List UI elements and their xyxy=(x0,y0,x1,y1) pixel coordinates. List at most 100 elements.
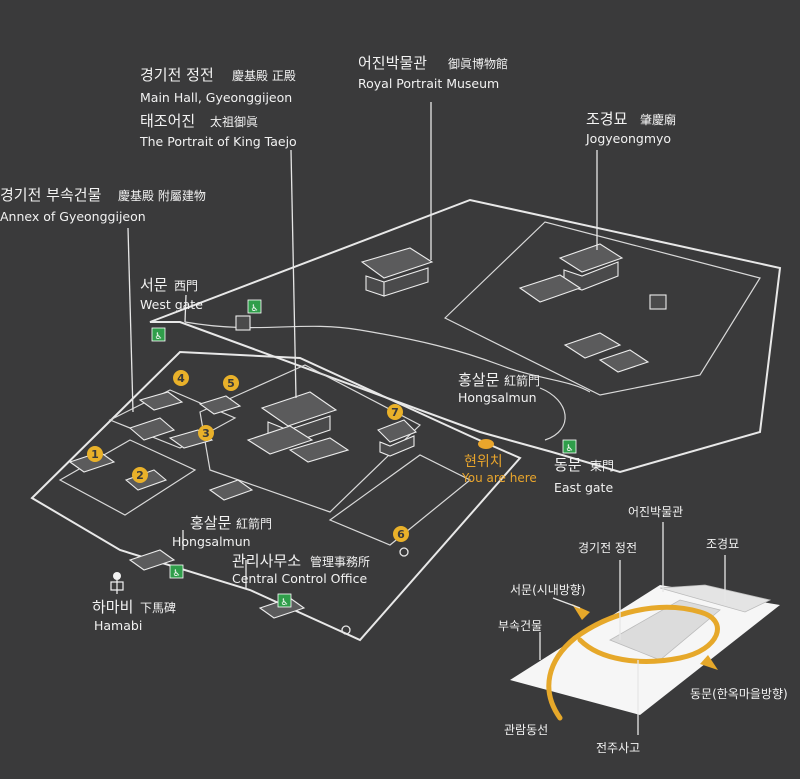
museum-building xyxy=(360,247,434,297)
minimap-jogyeongmyo-label: 조경묘 xyxy=(706,537,739,551)
east-gate-en: East gate xyxy=(554,480,613,495)
label-museum: 어진박물관 御眞博物館 Royal Portrait Museum xyxy=(358,54,508,91)
leader-lines xyxy=(116,102,598,594)
svg-text:♿: ♿ xyxy=(565,444,573,454)
label-east-gate: 동문 東門 East gate xyxy=(554,456,614,495)
svg-text:1: 1 xyxy=(91,448,99,461)
svg-text:2: 2 xyxy=(136,469,144,482)
restroom-icon: ♿ xyxy=(151,327,166,342)
hongsalmun-south-cn: 紅箭門 xyxy=(236,516,272,531)
marker-7: 7 xyxy=(387,404,403,420)
east-gate-cn: 東門 xyxy=(590,459,614,473)
main-hall-ko: 경기전 정전 xyxy=(140,66,214,84)
label-hongsalmun-south: 홍살문 紅箭門 Hongsalmun xyxy=(172,514,272,549)
walking-path-2 xyxy=(539,387,566,441)
hamabi-en: Hamabi xyxy=(94,618,142,633)
label-main-hall: 경기전 정전 慶基殿 正殿 Main Hall, Gyeonggijeon 태조… xyxy=(139,66,297,149)
label-jogyeongmyo: 조경묘 肇慶廟 Jogyeongmyo xyxy=(585,110,676,146)
restroom-icon: ♿ xyxy=(169,564,184,579)
hongsalmun-east-cn: 紅箭門 xyxy=(504,373,540,388)
west-gate-cn: 西門 xyxy=(174,279,198,293)
route-arrow-east xyxy=(700,655,718,670)
control-office-en: Central Control Office xyxy=(232,571,367,586)
marker-6: 6 xyxy=(393,526,409,542)
svg-text:3: 3 xyxy=(202,427,210,440)
museum-ko: 어진박물관 xyxy=(358,54,427,72)
taejo-ko: 태조어진 xyxy=(140,112,195,130)
hongsalmun-south-ko: 홍살문 xyxy=(190,514,232,532)
restroom-icon: ♿ xyxy=(562,439,577,454)
jogyeongmyo-building xyxy=(518,243,650,373)
minimap-sago-label: 전주사고 xyxy=(596,741,640,755)
svg-text:♿: ♿ xyxy=(250,304,258,314)
west-gate-ko: 서문 xyxy=(140,276,168,294)
jogyeongmyo-cn: 肇慶廟 xyxy=(640,112,676,127)
west-gate-en: West gate xyxy=(140,297,203,312)
minimap-annex-label: 부속건물 xyxy=(498,619,542,633)
marker-2: 2 xyxy=(132,467,148,483)
control-office-cn: 管理事務所 xyxy=(310,554,370,569)
annex-block-1 xyxy=(58,439,197,516)
main-hall-en: Main Hall, Gyeonggijeon xyxy=(140,90,292,105)
restroom-icon: ♿ xyxy=(277,593,292,608)
hamabi-cn: 下馬碑 xyxy=(140,600,176,615)
marker-3: 3 xyxy=(198,425,214,441)
main-hall-building xyxy=(246,391,350,463)
jogyeongmyo-ko: 조경묘 xyxy=(586,110,628,128)
minimap-route-label: 관람동선 xyxy=(504,723,548,737)
label-hongsalmun-east: 홍살문 紅箭門 Hongsalmun xyxy=(458,371,540,405)
annex-cn: 慶基殿 附屬建物 xyxy=(118,189,206,203)
annex-en: Annex of Gyeonggijeon xyxy=(0,209,146,224)
west-gate-building xyxy=(235,315,251,331)
annex-buildings xyxy=(68,391,254,501)
you-are-here-ko: 현위치 xyxy=(464,454,503,470)
museum-en: Royal Portrait Museum xyxy=(358,76,499,91)
east-gate-ko: 동문 xyxy=(554,456,582,474)
east-block xyxy=(328,454,472,546)
svg-text:♿: ♿ xyxy=(154,332,162,342)
buildings xyxy=(68,243,667,619)
main-compound-wall xyxy=(30,350,522,642)
minimap-north xyxy=(659,584,772,613)
north-compound-wall xyxy=(149,198,782,474)
label-hamabi: 하마비 下馬碑 Hamabi xyxy=(92,572,176,633)
minimap-west-gate-label: 서문(시내방향) xyxy=(510,583,586,597)
minimap-main-hall xyxy=(609,599,721,661)
walking-path xyxy=(184,321,591,393)
well-icon xyxy=(341,547,409,635)
label-annex: 경기전 부속건물 慶基殿 附屬建物 Annex of Gyeonggijeon xyxy=(0,186,206,224)
marker-4: 4 xyxy=(173,370,189,386)
restrooms: ♿ ♿ ♿ ♿ ♿ xyxy=(151,299,577,608)
shrine-small-building xyxy=(649,294,667,310)
hongsalmun-east-ko: 홍살문 xyxy=(458,371,500,389)
stele-icon xyxy=(110,572,124,591)
museum-cn: 御眞博物館 xyxy=(448,56,508,71)
label-you-are-here: 현위치 You are here xyxy=(461,439,537,485)
svg-text:6: 6 xyxy=(397,528,405,541)
label-control-office: 관리사무소 管理事務所 Central Control Office xyxy=(232,552,370,586)
control-office-ko: 관리사무소 xyxy=(232,552,301,570)
hongsalmun-east-en: Hongsalmun xyxy=(458,390,537,405)
svg-text:4: 4 xyxy=(177,372,185,385)
svg-text:♿: ♿ xyxy=(172,569,180,579)
jogyeongmyo-enclosure xyxy=(443,221,761,396)
route-minimap: 어진박물관 경기전 정전 조경묘 서문(시내방향) 부속건물 동문(한옥마을방향… xyxy=(498,505,788,755)
svg-text:5: 5 xyxy=(227,377,235,390)
label-west-gate: 서문 西門 West gate xyxy=(140,276,203,312)
visitor-route xyxy=(546,604,720,721)
minimap-museum-label: 어진박물관 xyxy=(628,505,683,519)
numbered-markers: 1 2 3 4 5 6 7 xyxy=(87,370,409,542)
hongsalmun-south-en: Hongsalmun xyxy=(172,534,251,549)
annex-ko: 경기전 부속건물 xyxy=(0,186,101,204)
minimap-east-gate-label: 동문(한옥마을방향) xyxy=(690,687,788,701)
minimap-main-hall-label: 경기전 정전 xyxy=(578,541,637,555)
you-are-here-en: You are here xyxy=(461,471,537,485)
hamabi-ko: 하마비 xyxy=(92,598,133,616)
svg-text:7: 7 xyxy=(391,406,399,419)
marker-1: 1 xyxy=(87,446,103,462)
current-location-icon xyxy=(478,439,494,449)
taejo-cn: 太祖御眞 xyxy=(210,114,258,129)
route-arrow-west xyxy=(572,604,590,620)
main-hall-enclosure xyxy=(199,364,422,513)
